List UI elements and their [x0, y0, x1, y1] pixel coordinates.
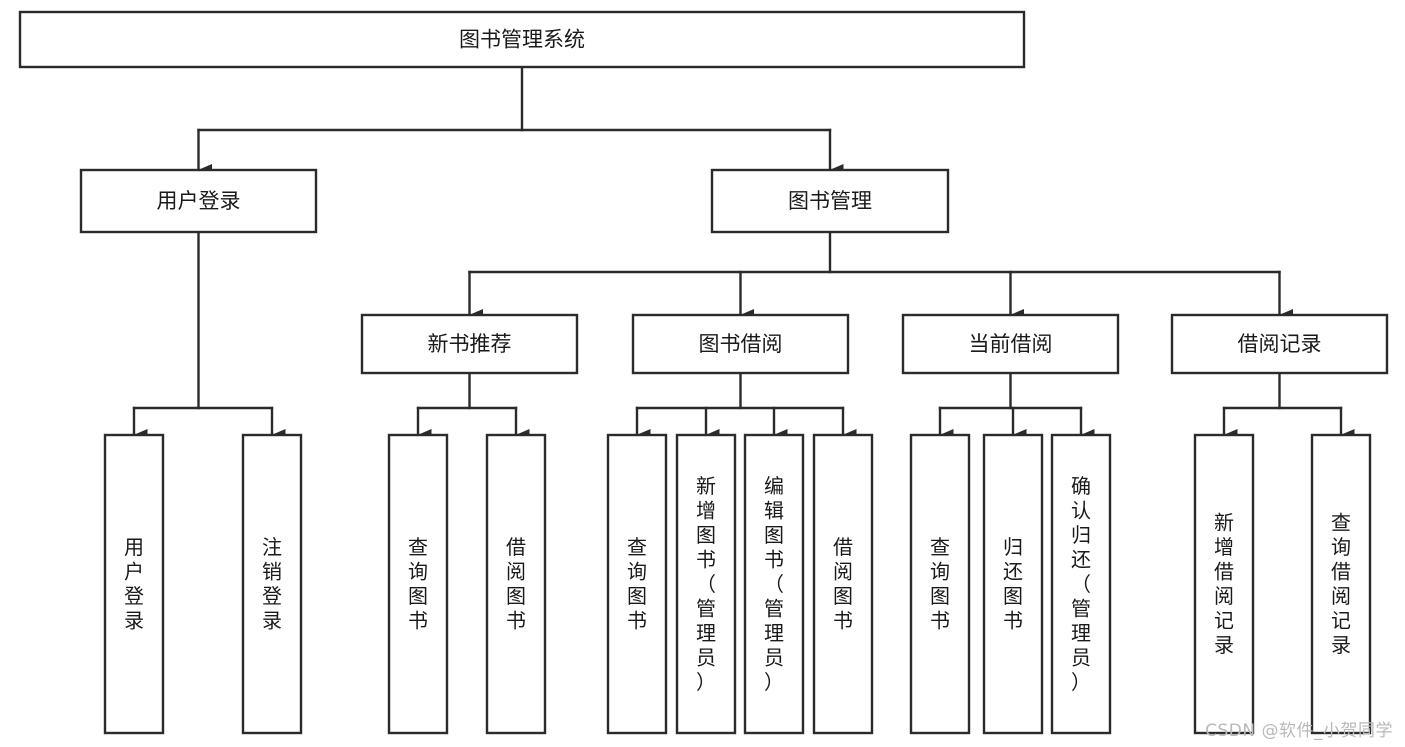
node-label-new-book-recommend: 新书推荐 [428, 332, 512, 356]
node-box-book-borrow [631, 313, 850, 375]
node-box-user-login [79, 168, 318, 234]
node-box-new-book-recommend [360, 313, 579, 375]
node-label-borrow-book-1: 借阅图书 [506, 535, 526, 633]
node-user-login[interactable]: 用户登录 [79, 168, 318, 234]
node-label-query-book-1: 查询图书 [408, 535, 428, 633]
node-borrow-book-2[interactable]: 借阅图书 [812, 433, 874, 735]
node-book-borrow[interactable]: 图书借阅 [631, 313, 850, 375]
node-label-undefined: 图书管理系统 [459, 28, 585, 52]
node-label-book-management: 图书管理 [788, 189, 872, 213]
node-label-user-login: 用户登录 [157, 189, 241, 213]
node-box-borrow-record [1170, 313, 1389, 375]
node-label-return-book: 归还图书 [1003, 535, 1023, 633]
node-undefined[interactable]: 图书管理系统 [18, 10, 1026, 69]
node-box-book-management [710, 168, 950, 234]
node-label-query-book-2: 查询图书 [627, 535, 647, 633]
watermark-text: CSDN @软件_小贺同学 [1205, 721, 1393, 741]
node-label-current-borrow: 当前借阅 [969, 332, 1053, 356]
node-borrow-book-1[interactable]: 借阅图书 [485, 433, 547, 735]
node-borrow-record[interactable]: 借阅记录 [1170, 313, 1389, 375]
node-query-book-3[interactable]: 查询图书 [909, 433, 971, 735]
node-label-user-login-leaf: 用户登录 [124, 535, 144, 633]
node-box-borrow-book-1 [485, 433, 547, 735]
node-query-borrow-record[interactable]: 查询借阅记录 [1310, 433, 1372, 735]
node-label-add-book-admin: 新增图书（管理员） [696, 474, 716, 694]
node-label-confirm-return-admin: 确认归还（管理员） [1071, 474, 1091, 694]
node-box-borrow-book-2 [812, 433, 874, 735]
node-confirm-return-admin[interactable]: 确认归还（管理员） [1050, 433, 1112, 735]
node-box-undefined [18, 10, 1026, 69]
node-box-query-borrow-record [1310, 433, 1372, 735]
node-box-add-book-admin [675, 433, 737, 735]
node-return-book[interactable]: 归还图书 [982, 433, 1044, 735]
node-box-user-logout-leaf [241, 433, 303, 735]
node-box-edit-book-admin [743, 433, 805, 735]
node-box-query-book-2 [606, 433, 668, 735]
node-book-management[interactable]: 图书管理 [710, 168, 950, 234]
node-new-book-recommend[interactable]: 新书推荐 [360, 313, 579, 375]
node-box-query-book-1 [387, 433, 449, 735]
node-label-book-borrow: 图书借阅 [699, 332, 783, 356]
node-label-borrow-book-2: 借阅图书 [833, 535, 853, 633]
node-label-query-borrow-record: 查询借阅记录 [1331, 511, 1351, 658]
node-box-confirm-return-admin [1050, 433, 1112, 735]
node-label-add-borrow-record: 新增借阅记录 [1214, 511, 1234, 658]
node-box-add-borrow-record [1193, 433, 1255, 735]
connector-layer [132, 65, 1355, 441]
node-query-book-1[interactable]: 查询图书 [387, 433, 449, 735]
node-label-edit-book-admin: 编辑图书（管理员） [764, 474, 784, 694]
node-edit-book-admin[interactable]: 编辑图书（管理员） [743, 433, 805, 735]
node-label-borrow-record: 借阅记录 [1238, 332, 1322, 356]
node-box-query-book-3 [909, 433, 971, 735]
node-box-current-borrow [901, 313, 1120, 375]
node-add-book-admin[interactable]: 新增图书（管理员） [675, 433, 737, 735]
node-label-query-book-3: 查询图书 [930, 535, 950, 633]
node-box-return-book [982, 433, 1044, 735]
node-query-book-2[interactable]: 查询图书 [606, 433, 668, 735]
node-add-borrow-record[interactable]: 新增借阅记录 [1193, 433, 1255, 735]
node-current-borrow[interactable]: 当前借阅 [901, 313, 1120, 375]
node-label-user-logout-leaf: 注销登录 [262, 535, 282, 633]
node-box-user-login-leaf [103, 433, 165, 735]
node-user-login-leaf[interactable]: 用户登录 [103, 433, 165, 735]
node-user-logout-leaf[interactable]: 注销登录 [241, 433, 303, 735]
